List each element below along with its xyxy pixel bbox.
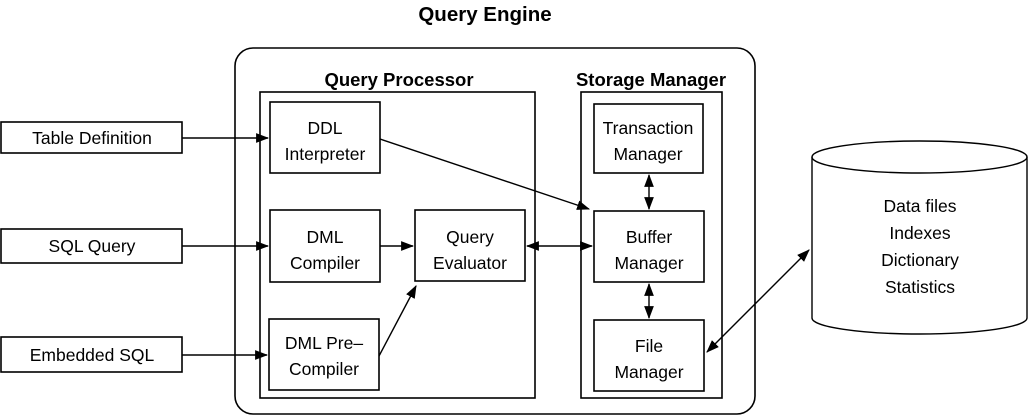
datastore-line-4: Statistics: [885, 277, 955, 297]
diagram-title: Query Engine: [418, 3, 551, 26]
query-engine-container: [234, 47, 756, 415]
dml-compiler-label-line2: Compiler: [290, 253, 360, 273]
arrow-ddl-interpreter-to-buffer-manager: [379, 138, 591, 210]
dml-precompiler-label-line2: Compiler: [289, 359, 359, 379]
storage-manager-heading: Storage Manager: [576, 69, 726, 90]
transaction-manager-box: [593, 103, 704, 174]
query-evaluator-box: [414, 209, 526, 282]
node-buffer-manager: Buffer Manager: [593, 210, 705, 283]
arrow-file-manager-datastore: [706, 249, 810, 353]
node-dml-precompiler: DML Pre– Compiler: [268, 318, 380, 391]
ddl-interpreter-label-line2: Interpreter: [285, 144, 366, 164]
input-embedded-sql: Embedded SQL: [0, 336, 183, 373]
node-ddl-interpreter: DDL Interpreter: [269, 101, 381, 174]
dml-compiler-label-line1: DML: [307, 227, 344, 247]
node-transaction-manager: Transaction Manager: [593, 103, 704, 174]
ddl-interpreter-label-line1: DDL: [307, 118, 342, 138]
input-sql-query: SQL Query: [0, 228, 183, 264]
query-evaluator-label-line1: Query: [446, 227, 494, 247]
ddl-interpreter-box: [269, 101, 381, 174]
node-dml-compiler: DML Compiler: [269, 209, 381, 283]
buffer-manager-label-line1: Buffer: [626, 227, 673, 247]
table-definition-box: [0, 121, 183, 154]
dml-precompiler-label-line1: DML Pre–: [285, 333, 363, 353]
dml-compiler-box: [269, 209, 381, 283]
sql-query-box: [0, 228, 183, 264]
datastore-line-2: Indexes: [889, 223, 951, 243]
buffer-manager-box: [593, 210, 705, 283]
datastore-cylinder-top: [811, 140, 1028, 174]
datastore-cylinder: Data files Indexes Dictionary Statistics: [811, 140, 1028, 335]
node-file-manager: File Manager: [593, 319, 705, 392]
file-manager-label-line1: File: [635, 336, 663, 356]
datastore-line-3: Dictionary: [881, 250, 959, 270]
datastore-cylinder-body: [811, 157, 1028, 335]
file-manager-label-line2: Manager: [614, 362, 683, 382]
embedded-sql-box: [0, 336, 183, 373]
table-definition-label: Table Definition: [32, 128, 152, 148]
file-manager-box: [593, 319, 705, 392]
input-table-definition: Table Definition: [0, 121, 183, 154]
query-evaluator-label-line2: Evaluator: [433, 253, 507, 273]
dml-precompiler-box: [268, 318, 380, 391]
query-processor-heading: Query Processor: [324, 69, 473, 90]
embedded-sql-label: Embedded SQL: [30, 345, 155, 365]
buffer-manager-label-line2: Manager: [614, 253, 683, 273]
arrow-dml-precompiler-to-query-evaluator: [378, 285, 417, 357]
datastore-line-1: Data files: [884, 196, 957, 216]
transaction-manager-label-line1: Transaction: [603, 118, 694, 138]
node-query-evaluator: Query Evaluator: [414, 209, 526, 282]
sql-query-label: SQL Query: [49, 236, 136, 256]
transaction-manager-label-line2: Manager: [613, 144, 682, 164]
